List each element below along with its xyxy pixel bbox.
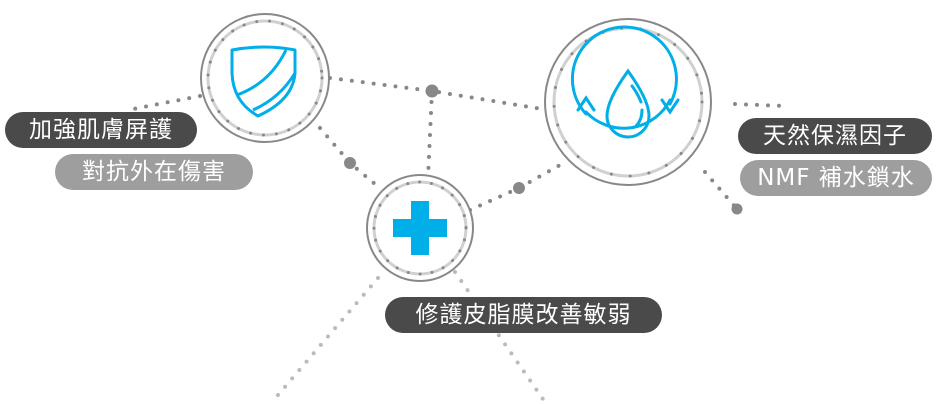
shield-icon [230, 45, 297, 118]
connector-line [328, 76, 550, 112]
junction-dot [344, 157, 356, 169]
label-repair: 修護皮脂膜改善敏弱 [385, 297, 662, 333]
connector-line [733, 102, 787, 108]
label-nmf-hydration: NMF 補水鎖水 [740, 160, 932, 196]
junction-dot [425, 84, 439, 98]
connector-line [426, 89, 434, 180]
junction-dot [513, 182, 525, 194]
connector-line [703, 170, 739, 211]
plus-node [366, 174, 474, 282]
label-skin-barrier: 加強肌膚屏護 [5, 112, 197, 148]
shield-node [200, 13, 330, 143]
label-nmf: 天然保濕因子 [738, 118, 932, 154]
connector-line [126, 94, 202, 112]
connector-line [453, 270, 547, 404]
water-node [544, 18, 712, 186]
connector-line [270, 276, 380, 404]
plus-icon [393, 201, 447, 255]
water-drop-cycle-icon [570, 25, 680, 139]
label-external-damage: 對抗外在傷害 [55, 154, 253, 190]
junction-dot [731, 203, 743, 215]
